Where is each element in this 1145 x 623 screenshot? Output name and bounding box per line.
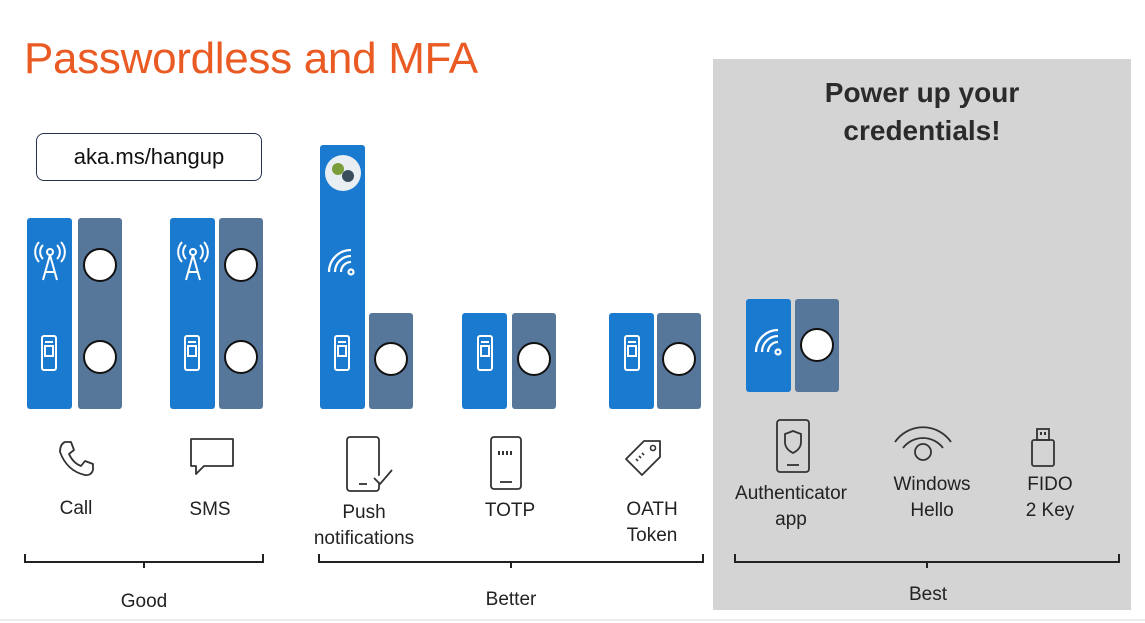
group-label-good: Good bbox=[120, 591, 168, 612]
method-label-authenticator: Authenticator app bbox=[735, 483, 847, 530]
method-label-call: Call bbox=[59, 498, 93, 519]
usb-key-icon bbox=[1031, 428, 1055, 467]
wireless-signal-icon bbox=[327, 248, 355, 276]
call-user-bar bbox=[78, 218, 122, 409]
best-heading-line2: credentials! bbox=[843, 115, 1001, 146]
method-label-sms: SMS bbox=[189, 499, 231, 520]
phone-check-icon bbox=[346, 436, 393, 492]
router-icon bbox=[224, 340, 258, 374]
method-label-oath: OATH Token bbox=[626, 499, 678, 546]
mobile-phone-icon bbox=[184, 335, 200, 371]
cell-tower-icon bbox=[177, 241, 209, 281]
best-heading-line1: Power up your bbox=[824, 77, 1020, 108]
bottom-divider bbox=[0, 619, 1145, 621]
bracket-better bbox=[318, 554, 704, 568]
method-label-fido: FIDO 2 Key bbox=[1025, 474, 1075, 521]
method-label-push: Push notifications bbox=[313, 502, 415, 549]
router-icon bbox=[83, 340, 117, 374]
user-icon bbox=[517, 342, 551, 376]
mobile-phone-icon bbox=[477, 335, 493, 371]
method-label-windows-hello: Windows Hello bbox=[893, 474, 971, 521]
phone-code-icon bbox=[490, 436, 522, 490]
chat-bubble-icon bbox=[190, 438, 234, 475]
sms-user-bar bbox=[219, 218, 263, 409]
user-icon bbox=[800, 328, 834, 362]
user-icon bbox=[224, 248, 258, 282]
wireless-signal-icon bbox=[754, 328, 782, 356]
bracket-good bbox=[24, 554, 264, 568]
app-logo-icon bbox=[325, 155, 361, 191]
link-box[interactable]: aka.ms/hangup bbox=[36, 133, 262, 181]
method-label-totp: TOTP bbox=[484, 500, 536, 521]
mobile-phone-icon bbox=[41, 335, 57, 371]
bracket-best bbox=[734, 554, 1120, 568]
oath-phone-bar bbox=[609, 313, 654, 409]
phone-shield-icon bbox=[776, 419, 810, 473]
mobile-phone-icon bbox=[334, 335, 350, 371]
user-icon bbox=[662, 342, 696, 376]
user-icon bbox=[83, 248, 117, 282]
wifi-face-icon bbox=[894, 426, 952, 461]
cell-tower-icon bbox=[34, 241, 66, 281]
totp-phone-bar bbox=[462, 313, 507, 409]
group-label-better: Better bbox=[485, 589, 537, 610]
group-label-best: Best bbox=[908, 584, 948, 605]
phone-icon bbox=[59, 441, 94, 477]
authenticator-signal-bar bbox=[746, 299, 791, 392]
best-heading: Power up your credentials! bbox=[713, 74, 1131, 150]
tag-icon bbox=[625, 440, 661, 476]
user-icon bbox=[374, 342, 408, 376]
mobile-phone-icon bbox=[624, 335, 640, 371]
page-title: Passwordless and MFA bbox=[24, 34, 478, 83]
